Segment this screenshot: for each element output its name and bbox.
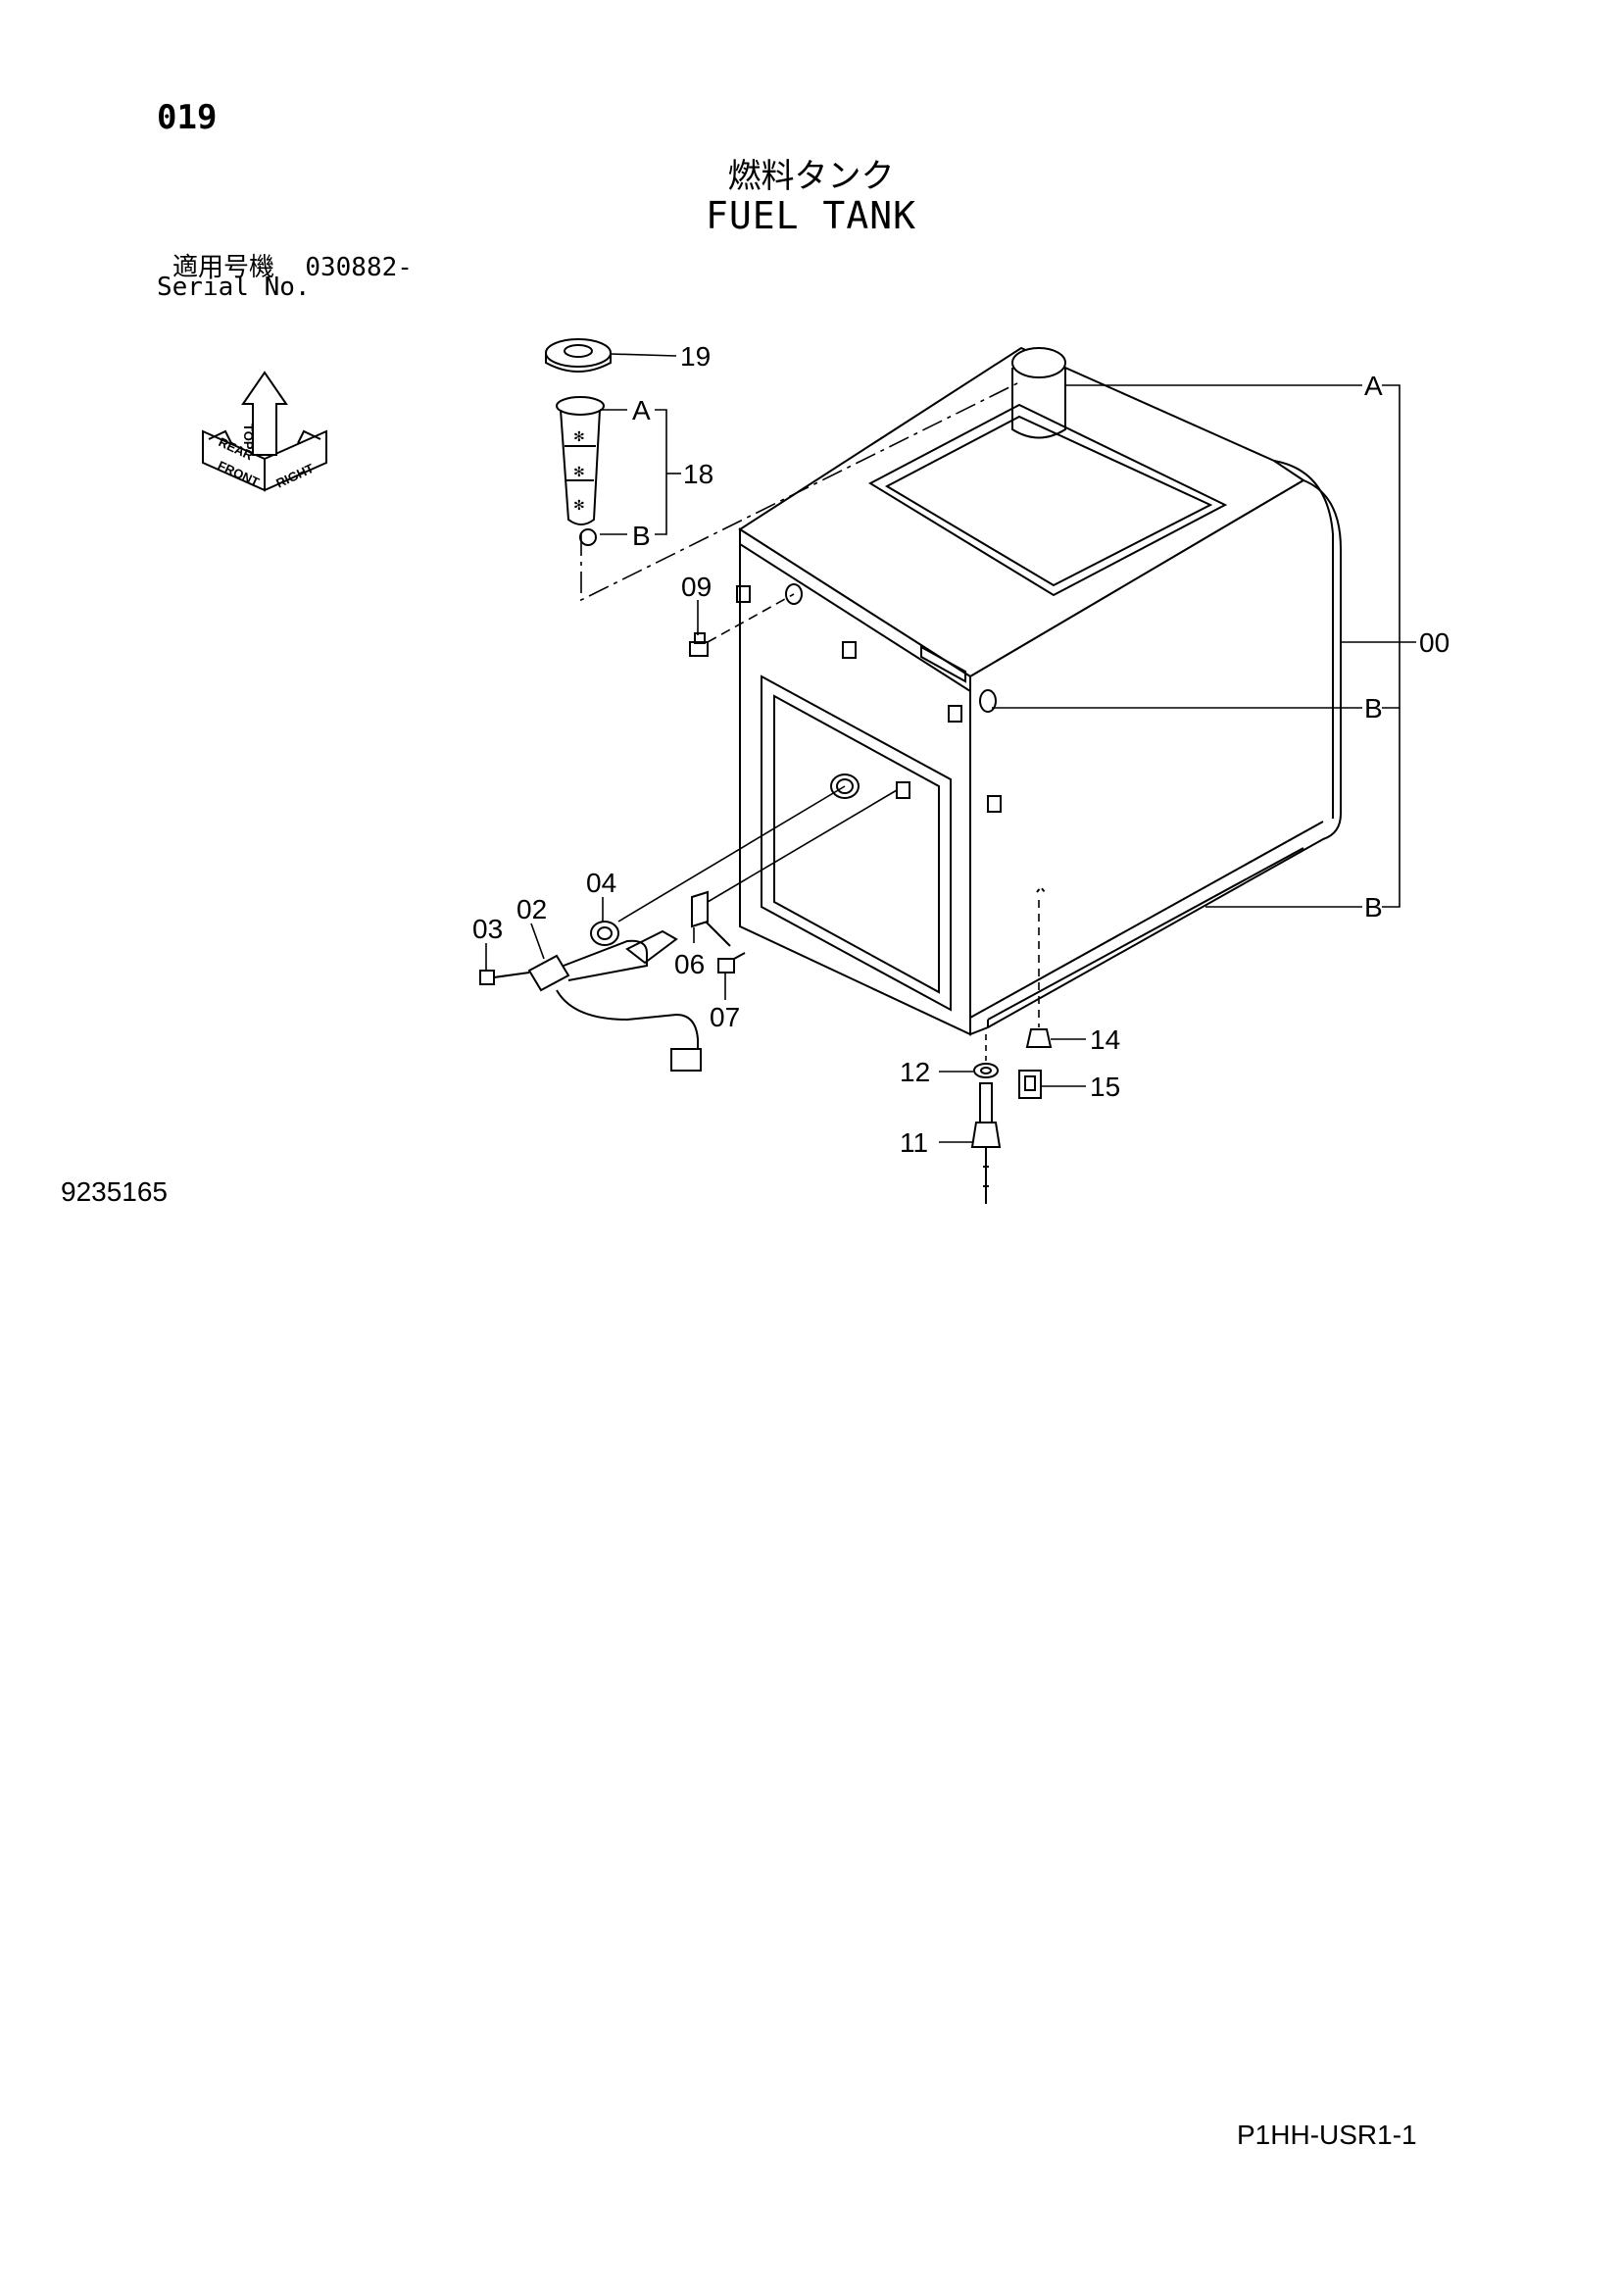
callout-04: 04 [586, 868, 616, 898]
callout-06: 06 [674, 949, 705, 979]
part-19-cap-icon [545, 338, 612, 373]
serial-label-english: Serial No. [157, 273, 311, 302]
document-code: P1HH-USR1-1 [1237, 2120, 1417, 2150]
callout-18-ref-a: A [632, 395, 651, 425]
callout-03: 03 [472, 914, 503, 944]
part-09-plug-icon [689, 593, 795, 657]
callout-11: 11 [900, 1127, 928, 1158]
part-12-washer-icon [973, 1034, 999, 1078]
callout-00: 00 [1419, 627, 1450, 658]
callout-00-ref-b-lower: B [1364, 892, 1383, 923]
part-14-elbow-icon [1025, 900, 1053, 1048]
part-02-fuel-sender-icon [527, 929, 702, 1072]
part-15-clip-icon [1018, 1070, 1042, 1099]
serial-label-japanese: 適用号機 [172, 253, 275, 282]
callout-labels: 19 A 18 B 09 A 00 B B 04 02 03 06 07 14 … [472, 341, 1450, 1158]
direction-marker-icon [202, 371, 327, 492]
callout-00-ref-a: A [1364, 371, 1383, 401]
part-06-clamp-icon [691, 789, 898, 928]
callout-18: 18 [683, 459, 713, 489]
part-03-screw-icon [479, 970, 530, 985]
serial-row: 適用号機 030882- [172, 247, 413, 283]
serial-value: 030882- [305, 253, 413, 282]
title-english: FUEL TANK [706, 194, 916, 237]
callout-09: 09 [681, 572, 712, 602]
part-07-bolt-icon [705, 921, 746, 973]
figure-number: 9235165 [61, 1176, 169, 1207]
svg-text:✻: ✻ [573, 428, 585, 444]
callout-00-ref-b-upper: B [1364, 693, 1383, 724]
svg-text:✻: ✻ [573, 497, 585, 513]
title-japanese: 燃料タンク [727, 157, 895, 196]
svg-text:✻: ✻ [573, 464, 585, 479]
direction-top-label: TOP [241, 424, 256, 450]
callout-14: 14 [1090, 1024, 1120, 1055]
callout-18-ref-b: B [632, 521, 651, 551]
part-04-packing-icon [590, 785, 846, 946]
callout-07: 07 [710, 1002, 740, 1032]
part-11-drain-cock-icon [970, 1082, 1002, 1204]
callout-15: 15 [1090, 1072, 1120, 1102]
leader-lines [485, 353, 1416, 1143]
part-18-strainer-icon: ✻ ✻ ✻ [556, 396, 605, 546]
callout-12: 12 [900, 1057, 930, 1087]
callout-02: 02 [516, 894, 547, 924]
page-number: 019 [157, 98, 218, 137]
callout-19: 19 [680, 341, 711, 372]
fuel-tank-body [736, 346, 1342, 1036]
